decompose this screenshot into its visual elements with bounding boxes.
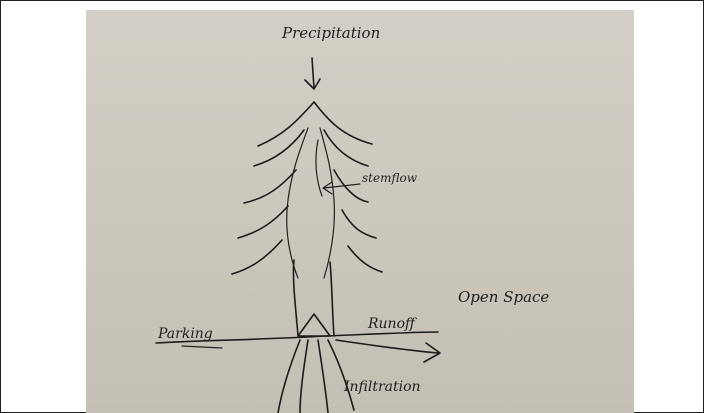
tree-branch-left-4 — [237, 205, 289, 239]
runoff-label: Runoff — [367, 316, 417, 332]
hand-drawn-diagram: Precipitation stemflow Open Space — [155, 24, 549, 413]
runoff-arrowhead — [423, 342, 441, 363]
runoff-arrow-shaft — [335, 339, 439, 354]
precipitation-arrow-shaft — [311, 57, 315, 89]
open-space-label: Open Space — [458, 288, 549, 306]
infiltration-label: Infiltration — [343, 379, 421, 395]
tree-trunk-right — [329, 261, 335, 337]
tree-branch-right-5 — [347, 245, 383, 273]
parking-underline — [181, 345, 223, 349]
sketch-photo: Precipitation stemflow Open Space — [86, 10, 634, 413]
tree-trunk-left — [292, 259, 299, 337]
stemflow-path-center — [315, 139, 323, 197]
tree-branch-left-2 — [253, 129, 305, 167]
root-line-1 — [277, 339, 301, 413]
parking-label: Parking — [157, 326, 213, 342]
stemflow-arrowhead — [322, 181, 333, 195]
precipitation-label: Precipitation — [281, 24, 380, 42]
tree-branch-left-3 — [243, 169, 297, 204]
stemflow-path-left — [286, 127, 309, 279]
tree-branch-right-3 — [333, 169, 369, 203]
trunk-base-triangle — [297, 313, 331, 337]
stemflow-path-right — [319, 127, 335, 279]
stemflow-label: stemflow — [362, 171, 418, 185]
precipitation-arrowhead — [304, 78, 321, 90]
stemflow-arrow-shaft — [323, 183, 361, 189]
tree-branch-top-left — [257, 101, 315, 147]
tree-branch-right-2 — [323, 129, 369, 167]
root-line-2 — [299, 339, 309, 413]
root-line-4 — [327, 339, 355, 411]
tree-branch-top-right — [313, 101, 373, 145]
tree-branch-right-4 — [341, 209, 377, 239]
tree-branch-left-5 — [231, 239, 283, 275]
root-line-3 — [317, 339, 329, 413]
